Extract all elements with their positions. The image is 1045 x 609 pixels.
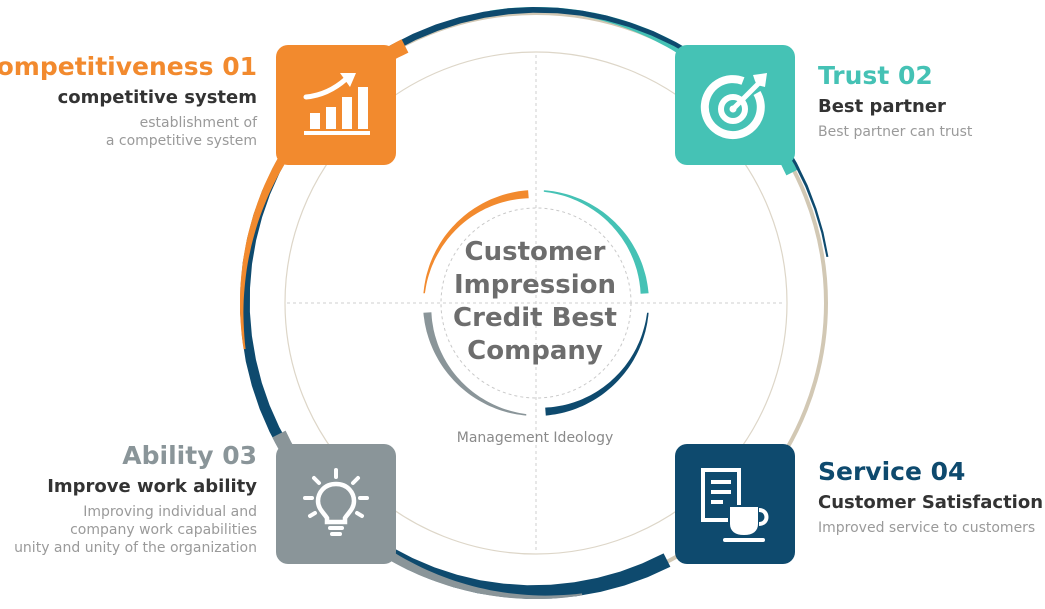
- center-line: Customer: [464, 237, 606, 267]
- center-line: Impression: [453, 270, 617, 300]
- management-ideology-caption: Management Ideology: [456, 430, 614, 446]
- ability-desc: Improving individual and company work ca…: [14, 503, 257, 557]
- ability-desc-line: company work capabilities: [70, 522, 257, 538]
- inner-trust-arc: [543, 190, 649, 294]
- inner-ring: [284, 51, 788, 555]
- bar-chart-growth-icon: [303, 73, 370, 135]
- service-subtitle: Customer Satisfaction: [818, 492, 1044, 513]
- inner-ability-arc: [423, 312, 527, 416]
- center-ideology-text: Customer Impression Credit Best Company: [440, 236, 630, 368]
- ability-subtitle: Improve work ability: [47, 476, 257, 497]
- service-desc: Improved service to customers: [818, 519, 1043, 537]
- document-coffee-icon: [701, 468, 769, 542]
- trust-desc-line: Best partner can trust: [818, 124, 973, 140]
- inner-competitiveness-arc: [423, 190, 529, 294]
- trust-title: Trust 02: [818, 61, 933, 90]
- service-title: Service 04: [818, 457, 966, 486]
- service-label: Service 04 Customer Satisfaction Improve…: [818, 457, 1043, 537]
- trust-icon-box: [675, 45, 795, 165]
- competitiveness-icon-box: [276, 45, 396, 165]
- ability-desc-line: Improving individual and: [83, 504, 257, 520]
- trust-subtitle: Best partner: [818, 96, 946, 117]
- competitiveness-desc-line: establishment of: [139, 115, 257, 131]
- service-desc-line: Improved service to customers: [818, 520, 1036, 536]
- competitiveness-desc-line: a competitive system: [105, 133, 257, 149]
- ability-desc-line: unity and unity of the organization: [14, 540, 257, 556]
- competitiveness-label: Competitiveness 01 competitive system es…: [0, 52, 257, 150]
- competitiveness-desc: establishment of a competitive system: [0, 114, 257, 150]
- inner-arrow-arcs: [423, 190, 649, 416]
- ability-title: Ability 03: [122, 441, 257, 470]
- ability-icon-box: [276, 444, 396, 564]
- center-line: Credit Best: [453, 303, 617, 333]
- center-line: Company: [467, 336, 603, 366]
- target-arrow-icon: [700, 73, 767, 140]
- service-icon-box: [675, 444, 795, 564]
- competitiveness-title: Competitiveness 01: [0, 52, 257, 81]
- center-dashed-circle: [440, 207, 632, 399]
- trust-desc: Best partner can trust: [818, 123, 972, 141]
- trust-label: Trust 02 Best partner Best partner can t…: [818, 61, 972, 141]
- inner-service-arc: [545, 312, 649, 416]
- ability-label: Ability 03 Improve work ability Improvin…: [14, 441, 257, 557]
- lightbulb-icon: [303, 468, 369, 536]
- competitiveness-subtitle: competitive system: [57, 87, 257, 108]
